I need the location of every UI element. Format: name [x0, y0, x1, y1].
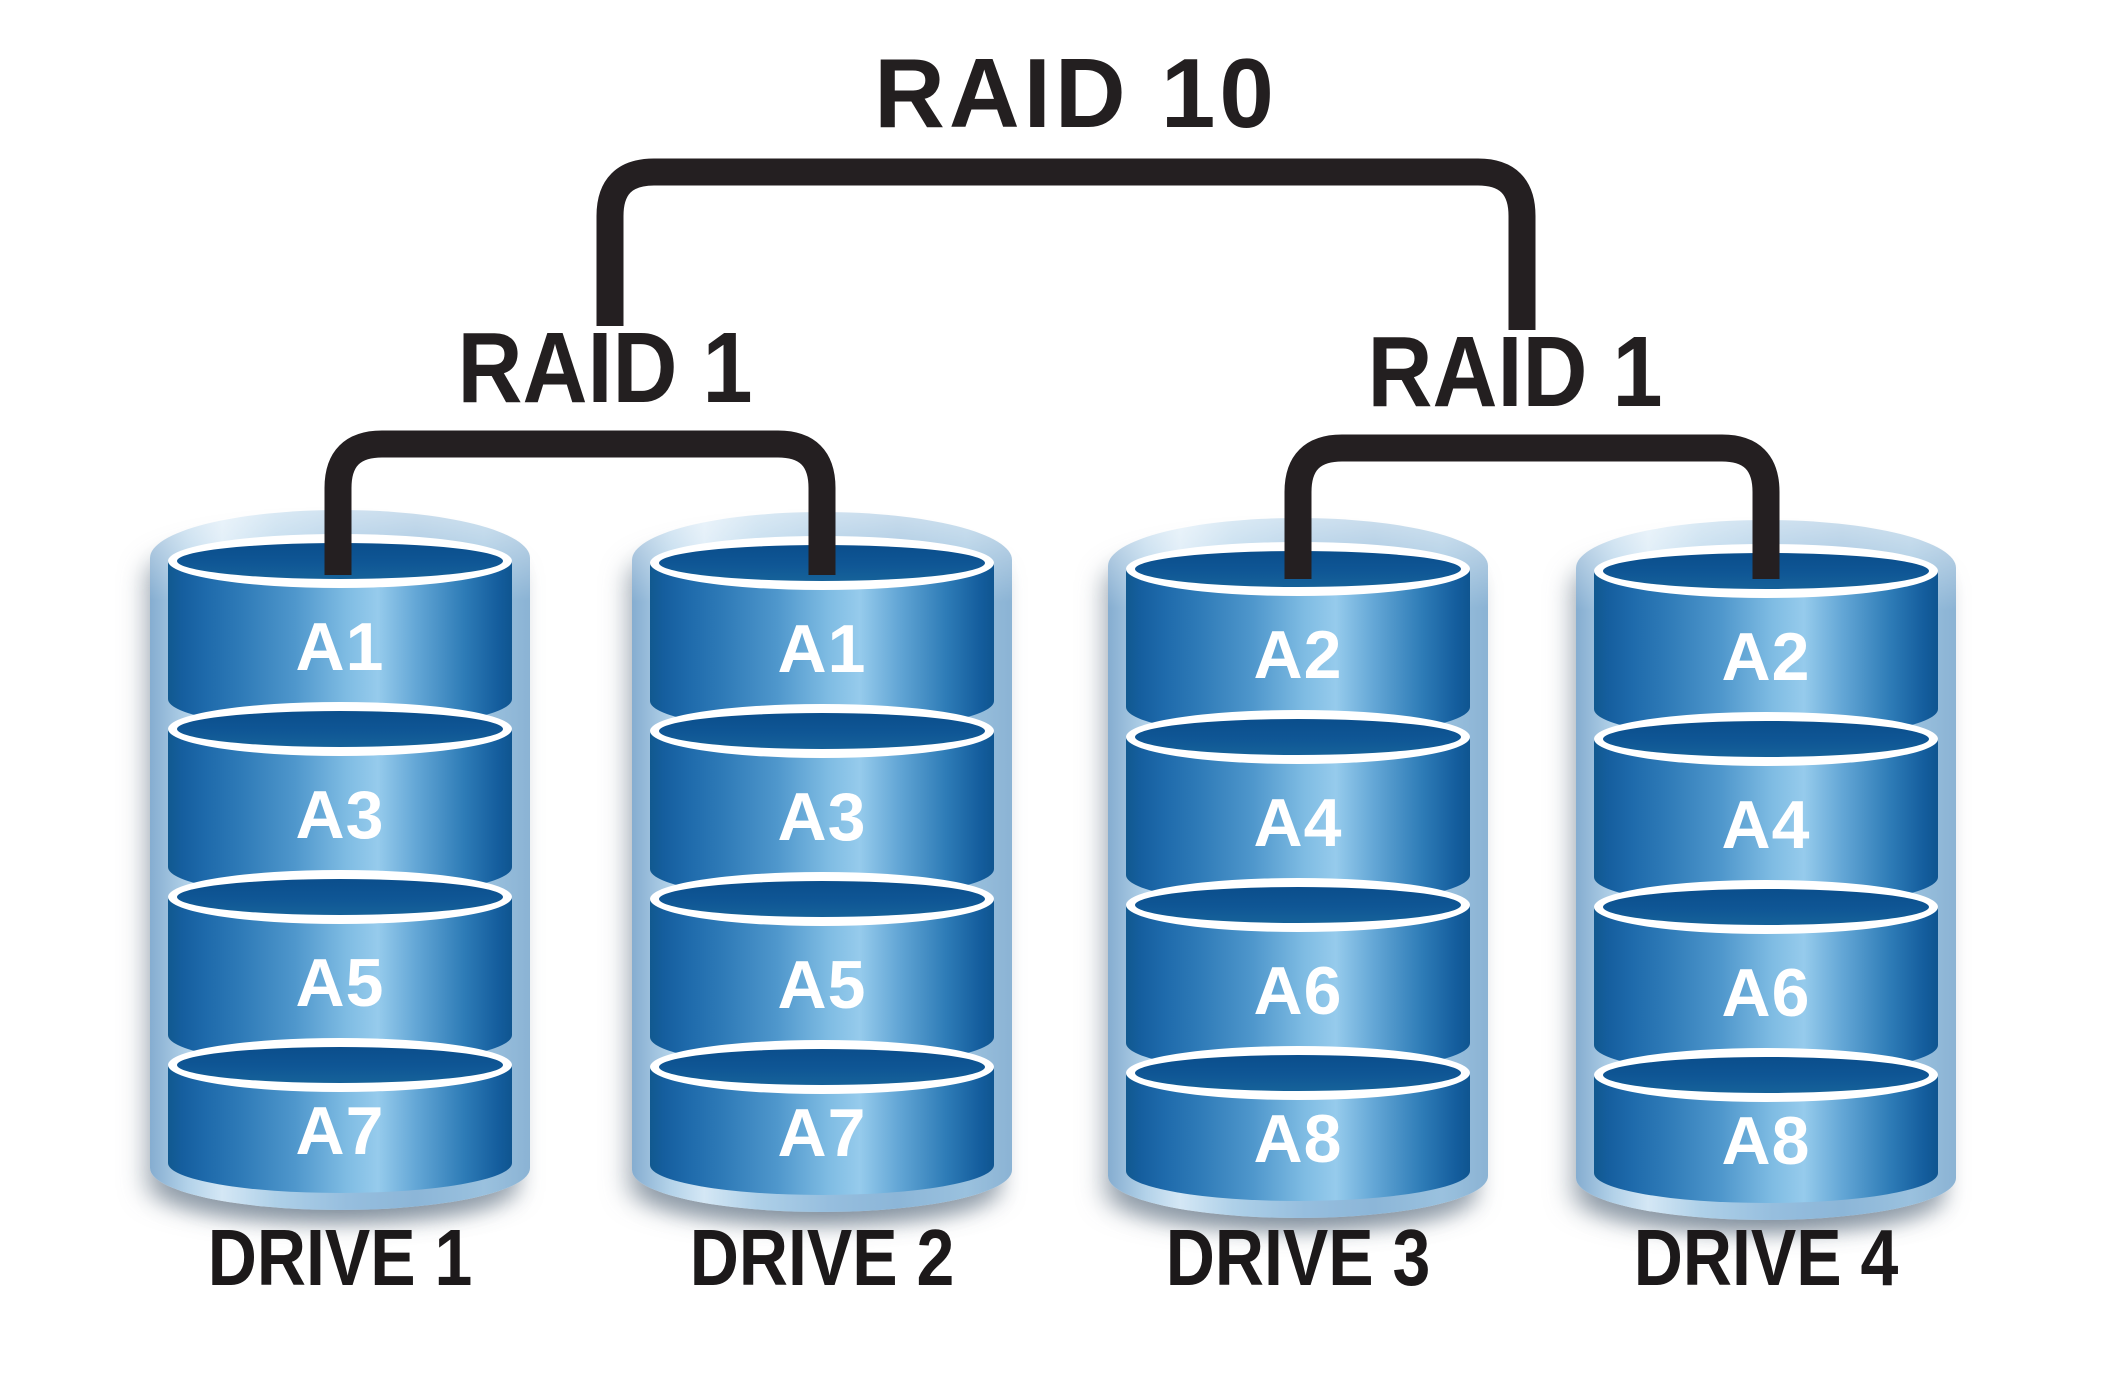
disk-segment-top-ellipse — [1126, 1046, 1470, 1100]
disk-segment-body: A6 — [1594, 907, 1938, 1075]
disk-segment-body: A5 — [650, 899, 994, 1067]
disk-segment-body: A1 — [168, 561, 512, 729]
block-label: A1 — [295, 609, 385, 685]
disk-segment-top-ellipse — [650, 872, 994, 926]
drive-name-label-1: DRIVE 1 — [207, 1213, 473, 1302]
drive-3-disk-segment: A6 — [1126, 878, 1470, 1100]
disk-segment-top-ellipse — [168, 534, 512, 588]
disk-segment-top-ellipse — [168, 1038, 512, 1092]
drive-4-disk-segment: A8 — [1594, 1048, 1938, 1270]
block-label: A4 — [1721, 787, 1811, 863]
block-label: A1 — [777, 611, 867, 687]
disk-segment-top-ellipse — [1126, 710, 1470, 764]
raid1-group-label-left: RAID 1 — [457, 312, 753, 424]
drive-1-disk-segment: A3 — [168, 702, 512, 924]
drive-1-disk-segment: A7 — [168, 1038, 512, 1260]
disk-segment-body: A7 — [650, 1067, 994, 1195]
disk-segment-top-ellipse — [168, 870, 512, 924]
drive-3-disk-segment: A8 — [1126, 1046, 1470, 1268]
drive-4-disk-segment: A6 — [1594, 880, 1938, 1102]
disk-segment-body: A2 — [1126, 569, 1470, 737]
disk-segment-body: A3 — [168, 729, 512, 897]
raid10-bracket-connector — [596, 158, 1536, 330]
drive-name-label-2: DRIVE 2 — [689, 1213, 955, 1302]
disk-segment-body: A1 — [650, 563, 994, 731]
diagram-title: RAID 10 — [874, 38, 1278, 148]
disk-segment-top-ellipse — [650, 704, 994, 758]
drive-name-label-3: DRIVE 3 — [1165, 1213, 1431, 1302]
disk-segment-top-ellipse — [1126, 878, 1470, 932]
disk-segment-top-ellipse — [1126, 542, 1470, 596]
block-label: A2 — [1253, 617, 1343, 693]
block-label: A5 — [777, 947, 867, 1023]
drive-1-disk-segment: A5 — [168, 870, 512, 1092]
drive-3-disk-segment: A4 — [1126, 710, 1470, 932]
disk-segment-body: A5 — [168, 897, 512, 1065]
drive-cylinder-3: A2 A4 A6 A8 — [1066, 518, 1530, 1244]
block-label: A4 — [1253, 785, 1343, 861]
drive-4-disk-segment: A4 — [1594, 712, 1938, 934]
drive-2-disk-segment: A5 — [650, 872, 994, 1094]
block-label: A2 — [1721, 619, 1811, 695]
drive-cylinder-1: A1 A3 A5 A7 — [108, 510, 572, 1236]
drive-2-disk-segment: A7 — [650, 1040, 994, 1262]
disk-segment-body: A2 — [1594, 571, 1938, 739]
disk-segment-top-ellipse — [168, 702, 512, 756]
block-label: A6 — [1253, 953, 1343, 1029]
drive-2-disk-segment: A1 — [650, 536, 994, 758]
block-label: A8 — [1721, 1103, 1811, 1179]
block-label: A5 — [295, 945, 385, 1021]
block-label: A7 — [777, 1095, 867, 1171]
disk-segment-top-ellipse — [650, 536, 994, 590]
block-label: A8 — [1253, 1101, 1343, 1177]
disk-segment-top-ellipse — [1594, 544, 1938, 598]
drive-name-label-4: DRIVE 4 — [1633, 1213, 1899, 1302]
raid1-group-label-right: RAID 1 — [1367, 316, 1663, 428]
disk-segment-body: A4 — [1126, 737, 1470, 905]
disk-segment-top-ellipse — [1594, 880, 1938, 934]
disk-segment-top-ellipse — [650, 1040, 994, 1094]
drive-cylinder-2: A1 A3 A5 A7 — [590, 512, 1054, 1238]
disk-segment-body: A8 — [1126, 1073, 1470, 1201]
disk-segment-body: A6 — [1126, 905, 1470, 1073]
drive-cylinder-4: A2 A4 A6 A8 — [1534, 520, 1998, 1246]
drive-2-disk-segment: A3 — [650, 704, 994, 926]
block-label: A6 — [1721, 955, 1811, 1031]
disk-segment-top-ellipse — [1594, 1048, 1938, 1102]
block-label: A7 — [295, 1093, 385, 1169]
block-label: A3 — [295, 777, 385, 853]
disk-segment-body: A4 — [1594, 739, 1938, 907]
disk-segment-top-ellipse — [1594, 712, 1938, 766]
block-label: A3 — [777, 779, 867, 855]
disk-segment-body: A3 — [650, 731, 994, 899]
